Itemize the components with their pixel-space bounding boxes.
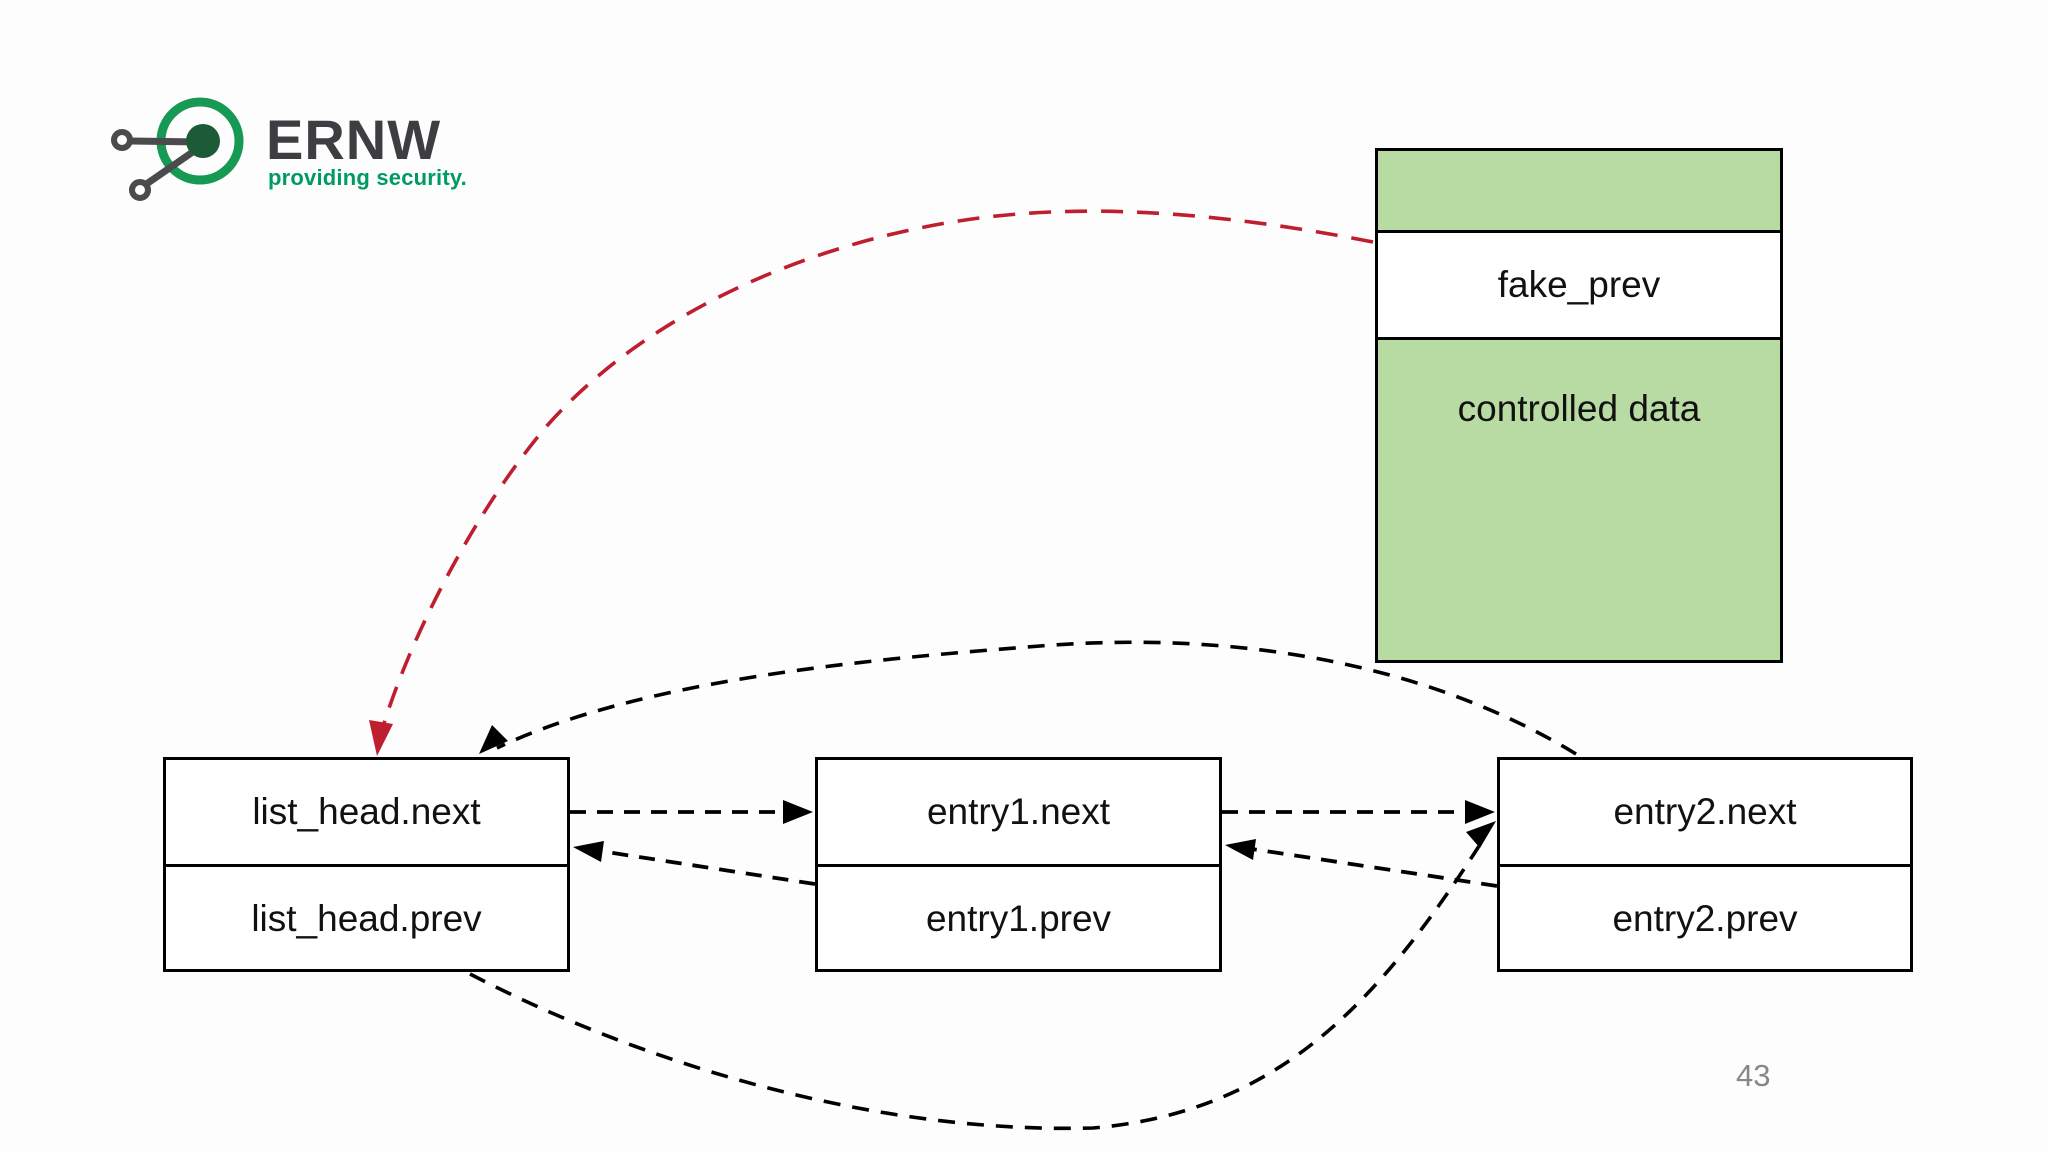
- logo-core-dot: [186, 124, 220, 158]
- edge-entry1-prev-arrowhead: [573, 841, 604, 862]
- edge-entry1-prev-path: [599, 849, 816, 886]
- entry2-next-cell: entry2.next: [1500, 760, 1910, 867]
- edge-fake-prev-to-list-head: [369, 209, 1374, 756]
- fake-chunk-header-cell: [1378, 151, 1780, 233]
- edge-list-head-next-arrowhead: [783, 800, 813, 824]
- ernw-logo-icon: [111, 97, 244, 201]
- ernw-tagline: providing security.: [268, 165, 467, 190]
- edge-entry2-prev-arrowhead: [1225, 839, 1256, 860]
- list-head-next-cell: list_head.next: [166, 760, 567, 867]
- edge-fake-prev-arrowhead: [369, 720, 393, 756]
- fake-chunk-box: fake_prev controlled data: [1375, 148, 1783, 663]
- logo-node-lower: [129, 179, 151, 201]
- edge-entry2-prev-path: [1251, 847, 1498, 888]
- entry1-prev-cell: entry1.prev: [925, 898, 1112, 939]
- ernw-wordmark: ERNW: [266, 108, 442, 171]
- logo-ring: [156, 97, 244, 185]
- controlled-data-cell: controlled data: [1378, 340, 1780, 660]
- logo-node-left: [111, 129, 133, 151]
- entry2-node: entry2.next entry2.prev: [1497, 757, 1913, 972]
- page-number: 43: [1736, 1058, 1771, 1093]
- edge-entry1-next-arrowhead: [1465, 800, 1495, 824]
- fake-prev-cell: fake_prev: [1378, 233, 1780, 340]
- entry1-next-cell: entry1.next: [818, 760, 1219, 867]
- edge-entry1-next-to-entry2: [1222, 800, 1495, 824]
- edge-list-head-prev-arrowhead: [1466, 821, 1496, 848]
- entry2-prev-cell: entry2.prev: [1612, 898, 1798, 939]
- edge-entry2-next-arrowhead: [479, 725, 508, 754]
- list-head-node: list_head.next list_head.prev: [163, 757, 570, 972]
- edge-entry2-prev-to-entry1: [1225, 839, 1498, 888]
- edge-entry1-prev-to-list-head: [573, 841, 816, 886]
- logo-link-left: [130, 137, 201, 146]
- logo-link-lower: [143, 146, 199, 188]
- edge-list-head-next-to-entry1: [570, 800, 813, 824]
- edge-fake-prev-path: [378, 209, 1374, 738]
- list-head-prev-cell: list_head.prev: [251, 898, 482, 939]
- entry1-node: entry1.next entry1.prev: [815, 757, 1222, 972]
